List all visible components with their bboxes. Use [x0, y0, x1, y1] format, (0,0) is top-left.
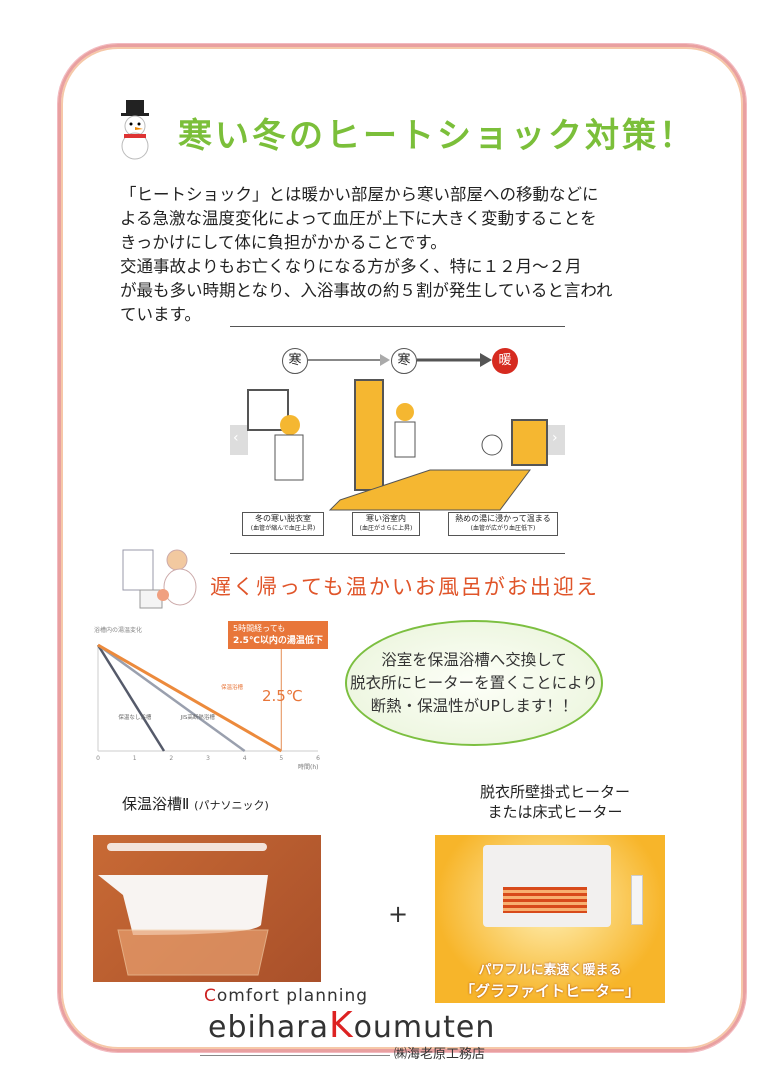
series-line [97, 643, 283, 753]
bubble-line: 断熱・保温性がUPします！！ [370, 696, 578, 715]
series-label: JIS高断熱浴槽 [180, 713, 216, 721]
product2-line1: 脱衣所壁掛式ヒーター [479, 783, 630, 801]
page-title: 寒い冬のヒートショック対策！ [178, 116, 696, 156]
logo-company: ㈱海老原工務店 [394, 1047, 486, 1062]
product2-label: 脱衣所壁掛式ヒーター または床式ヒーター [440, 782, 670, 822]
bubble-line: 脱衣所にヒーターを置くことにより [350, 673, 598, 692]
logo-tagline: Comfort planning [204, 986, 369, 1006]
remote-control [631, 875, 643, 925]
stage-cold-1: 寒 [282, 348, 308, 374]
chart-annotation: 2.5℃ [262, 687, 303, 705]
x-tick-label: 2 [169, 755, 173, 762]
heater-unit [483, 845, 611, 927]
product2-line2: または床式ヒーター [487, 803, 623, 821]
divider [230, 553, 565, 554]
caption-bathtub: 熱めの湯に浸かって温まる(血管が広がり血圧低下) [448, 512, 558, 536]
divider [230, 326, 565, 327]
snowman-icon [110, 100, 162, 160]
carousel-prev-button[interactable]: ‹ [233, 430, 239, 446]
series-label: 保温浴槽 [221, 683, 244, 691]
product1-maker: (パナソニック) [194, 799, 269, 812]
x-tick-label: 5 [279, 755, 283, 762]
callout-line1: 5時間経っても [233, 624, 286, 633]
product1-label: 保温浴槽Ⅱ (パナソニック) [122, 794, 322, 816]
x-tick-label: 3 [206, 755, 210, 762]
series-label: 保温なし浴槽 [118, 713, 152, 721]
intro-paragraph: 「ヒートショック」とは暖かい部屋から寒い部屋への移動などに よる急激な温度変化に… [120, 185, 613, 324]
caption-bathroom: 寒い浴室内(血圧がさらに上昇) [352, 512, 420, 536]
bath-heater-icon [115, 545, 205, 615]
bathtub-photo [93, 835, 321, 982]
heater-tagline: パワフルに素速く暖まる [478, 963, 622, 978]
series-line [97, 643, 246, 753]
bubble-line: 浴室を保温浴槽へ交換して [381, 650, 567, 669]
temperature-chart: 浴槽内の湯温変化 0 1 2 3 4 5 6 保温なし浴槽 JIS高断熱浴槽 保温浴槽 5時間経っ… [90, 615, 340, 775]
company-logo: Comfort planning ebiharaKoumuten ㈱海老原工務店 [200, 986, 530, 1066]
x-tick-label: 0 [96, 755, 100, 762]
caption-dressing-room: 冬の寒い脱衣室(血管が縮んで血圧上昇) [242, 512, 324, 536]
stage-cold-2: 寒 [391, 348, 417, 374]
stage-warm: 暖 [492, 348, 518, 374]
carousel-next-button[interactable]: › [552, 430, 558, 446]
logo-name: ebiharaKoumuten [208, 1005, 496, 1046]
plus-sign: + [388, 900, 409, 928]
x-tick-label: 6 [316, 755, 320, 762]
benefit-bubble: 浴室を保温浴槽へ交換して 脱衣所にヒーターを置くことにより 断熱・保温性がUPし… [345, 620, 603, 746]
heat-shock-illustration: 寒 寒 暖 ‹ › 冬の寒い脱衣室(血管が縮んで血圧上昇) 寒い浴室内(血圧がさ… [230, 340, 565, 545]
chart-title: 浴槽内の湯温変化 [94, 627, 143, 634]
x-axis-label: 時間(h) [298, 764, 319, 771]
chart-callout: 5時間経っても 2.5℃以内の湯温低下 [228, 621, 328, 649]
page-border [58, 44, 746, 1052]
section-subtitle: 遅く帰っても温かいお風呂がお出迎え [210, 575, 599, 599]
series-line [96, 644, 166, 752]
x-tick-label: 4 [243, 755, 247, 762]
heater-photo: パワフルに素速く暖まる 「グラファイトヒーター」 [435, 835, 665, 1003]
x-tick-label: 1 [133, 755, 137, 762]
product1-name: 保温浴槽Ⅱ [122, 795, 190, 813]
callout-line2: 2.5℃以内の湯温低下 [233, 636, 323, 646]
heater-product-name: 「グラファイトヒーター」 [459, 982, 640, 1000]
